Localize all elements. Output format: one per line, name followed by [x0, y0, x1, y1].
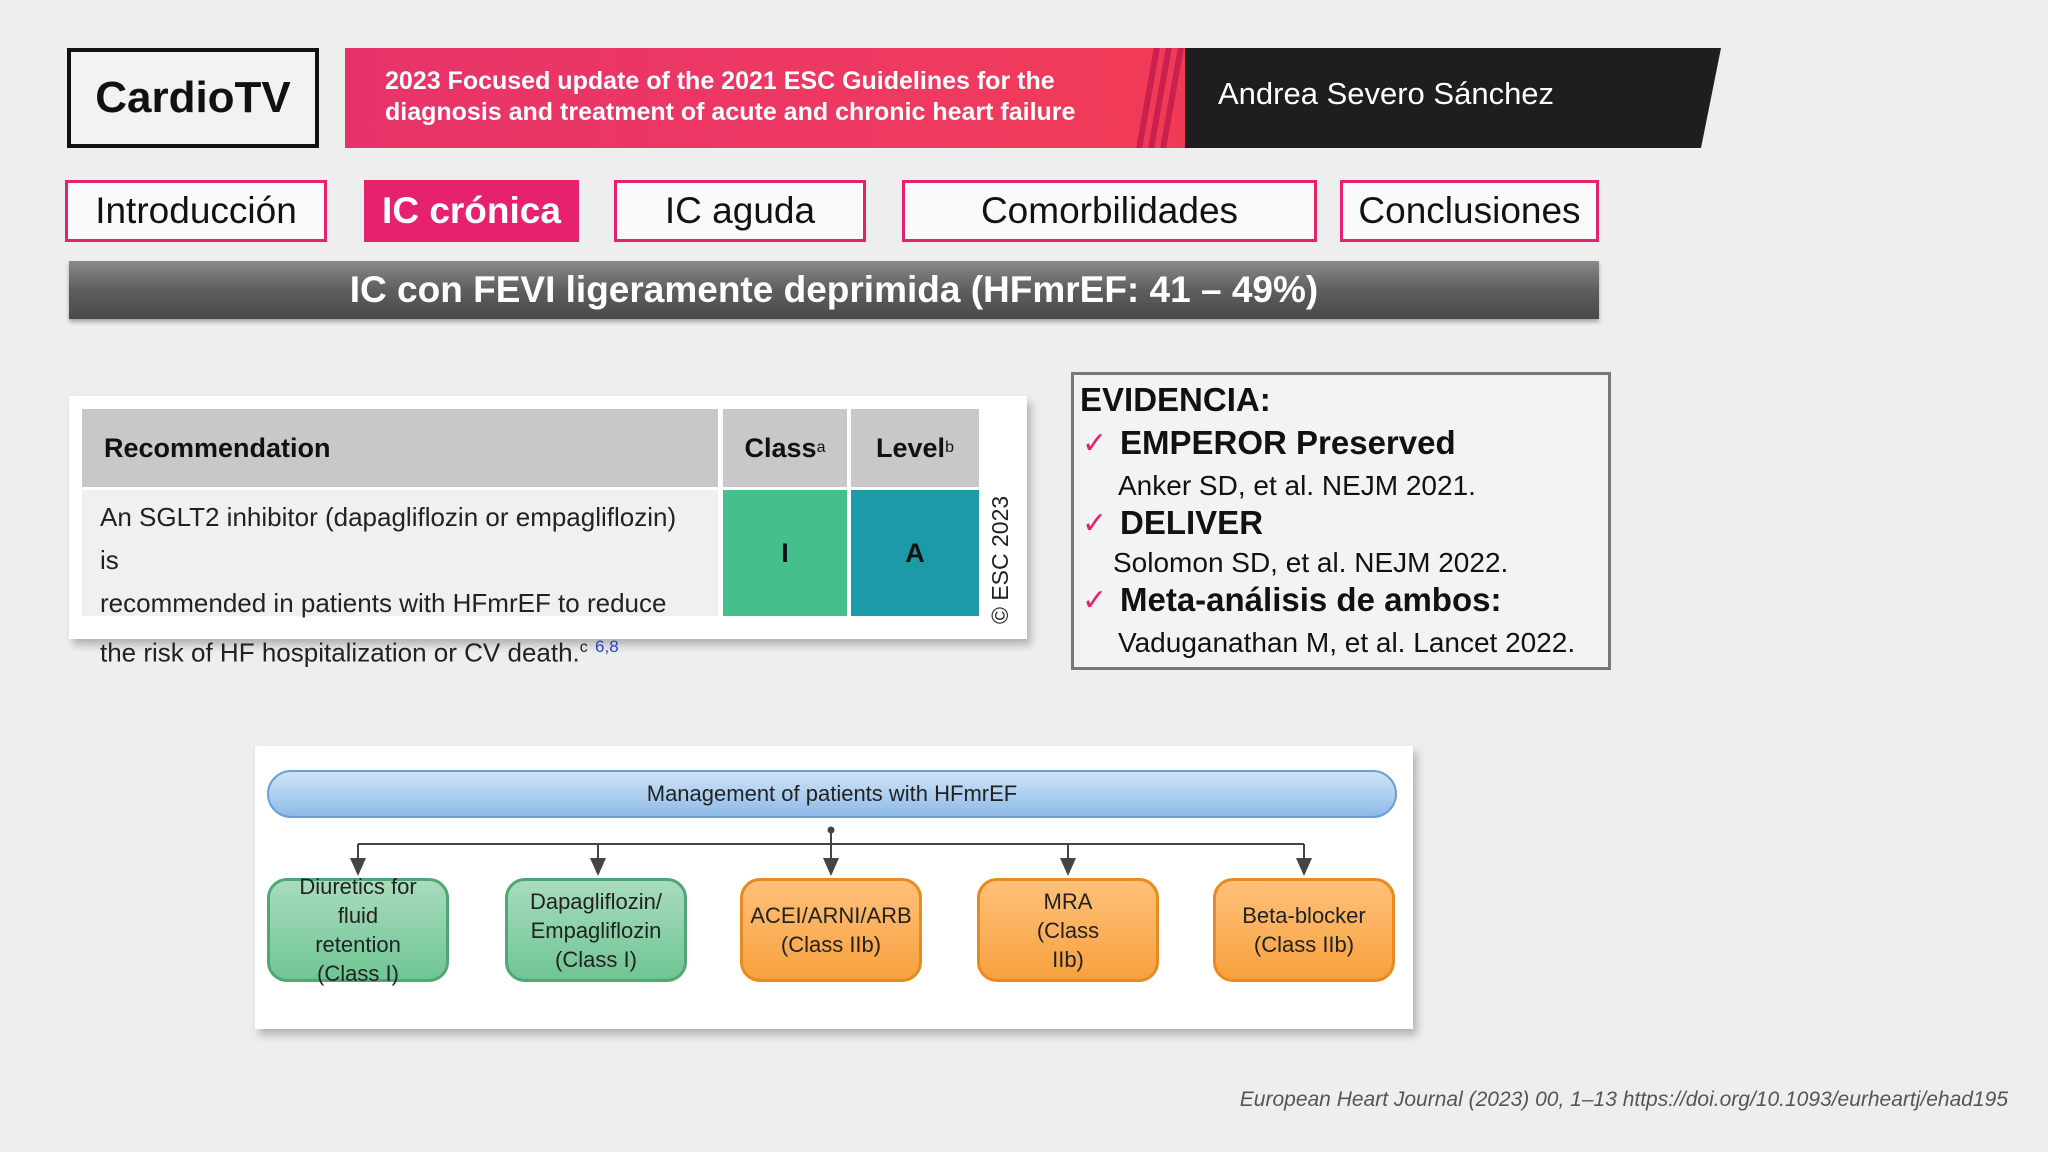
node-dapagliflozin: Dapagliflozin/ Empagliflozin (Class I)	[505, 878, 687, 982]
recommendation-text: An SGLT2 inhibitor (dapagliflozin or emp…	[82, 490, 718, 668]
header-level-sup: b	[945, 439, 954, 456]
level-cell: A	[851, 490, 979, 616]
node-acei-arni-arb-label: ACEI/ARNI/ARB (Class IIb)	[750, 903, 912, 957]
evidence-item-ref: Anker SD, et al. NEJM 2021.	[1118, 470, 1476, 501]
evidence-box: EVIDENCIA: ✓ EMPEROR Preserved Anker SD,…	[1071, 372, 1611, 670]
guideline-title-line1: 2023 Focused update of the 2021 ESC Guid…	[385, 67, 1055, 95]
node-diuretics-label: Diuretics for fluid retention (Class I)	[299, 874, 417, 986]
evidence-heading: EVIDENCIA:	[1080, 381, 1271, 418]
header-recommendation: Recommendation	[82, 409, 718, 487]
citation-footer: European Heart Journal (2023) 00, 1–13 h…	[1239, 1088, 2008, 1111]
recommendation-refs[interactable]: 6,8	[595, 637, 619, 656]
author-name: Andrea Severo Sánchez	[1218, 76, 1555, 111]
check-icon: ✓	[1082, 584, 1108, 617]
header-class-sup: a	[816, 439, 826, 456]
banner-pink-panel	[345, 48, 1185, 148]
header-recommendation-label: Recommendation	[104, 432, 331, 463]
node-diuretics: Diuretics for fluid retention (Class I)	[267, 874, 449, 986]
node-acei-arni-arb: ACEI/ARNI/ARB (Class IIb)	[740, 878, 922, 982]
header-class-label: Class	[744, 432, 817, 463]
guideline-title: 2023 Focused update of the 2021 ESC Guid…	[385, 66, 1145, 128]
evidence-item-title: DELIVER	[1120, 504, 1264, 541]
check-icon: ✓	[1082, 427, 1108, 460]
tab-ic-cronica[interactable]: IC crónica	[364, 180, 579, 242]
tab-comorbilidades[interactable]: Comorbilidades	[902, 180, 1317, 242]
node-mra: MRA (Class IIb)	[977, 878, 1159, 982]
node-beta-blocker-label: Beta-blocker (Class IIb)	[1242, 903, 1366, 957]
cardiotv-logo: CardioTV	[67, 48, 319, 148]
recommendation-text-line2: recommended in patients with HFmrEF to r…	[100, 588, 667, 618]
tab-introduccion[interactable]: Introducción	[65, 180, 327, 242]
evidence-item-ref: Solomon SD, et al. NEJM 2022.	[1113, 547, 1509, 578]
node-dapagliflozin-label: Dapagliflozin/ Empagliflozin (Class I)	[529, 888, 663, 972]
check-icon: ✓	[1082, 507, 1108, 540]
header-banner: 2023 Focused update of the 2021 ESC Guid…	[345, 48, 1721, 148]
tab-conclusiones[interactable]: Conclusiones	[1340, 180, 1599, 242]
evidence-item-title: EMPEROR Preserved	[1120, 424, 1456, 461]
recommendation-footnote-c: c	[579, 639, 588, 656]
tab-ic-aguda[interactable]: IC aguda	[614, 180, 866, 242]
node-beta-blocker: Beta-blocker (Class IIb)	[1213, 878, 1395, 982]
evidence-item-ref: Vaduganathan M, et al. Lancet 2022.	[1118, 627, 1576, 658]
evidence-item-title: Meta-análisis de ambos:	[1120, 581, 1502, 618]
node-mra-label: MRA (Class IIb)	[1036, 888, 1100, 972]
connector-lines	[350, 826, 1312, 876]
esc-copyright: © ESC 2023	[987, 495, 1013, 624]
management-diagram: Management of patients with HFmrEF Diure…	[255, 746, 1413, 1029]
banner-dark-panel	[1155, 48, 1721, 148]
section-title: IC con FEVI ligeramente deprimida (HFmrE…	[69, 261, 1599, 319]
recommendation-text-line3: the risk of HF hospitalization or CV dea…	[100, 625, 700, 675]
management-title: Management of patients with HFmrEF	[267, 770, 1397, 818]
recommendation-text-line3-text: the risk of HF hospitalization or CV dea…	[100, 637, 580, 668]
class-cell: I	[723, 490, 847, 616]
recommendation-text-line1: An SGLT2 inhibitor (dapagliflozin or emp…	[100, 502, 677, 575]
guideline-title-line2: diagnosis and treatment of acute and chr…	[385, 98, 1076, 126]
header-level-label: Level	[876, 432, 946, 463]
